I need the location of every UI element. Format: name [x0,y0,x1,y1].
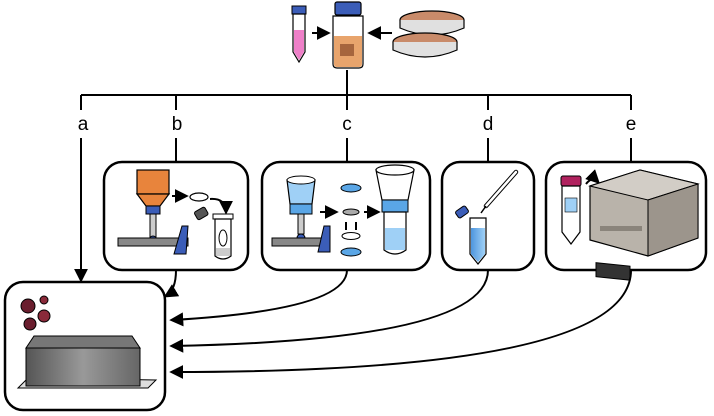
centrifuge-tube-icon [560,175,582,245]
tube-cap-icon [455,205,469,219]
filter-unit-icon [271,175,331,253]
method-b-box [102,160,250,272]
filter-membrane-icon [340,183,362,257]
tube-with-filter-icon [212,213,234,260]
petri-dish-icon [392,10,465,58]
filter-stack-icon [375,164,415,255]
method-d-box [440,160,536,272]
branch-label-a: a [78,114,89,135]
branch-label-d: d [483,114,494,135]
method-c-box [260,160,432,272]
output-plate-box [3,280,167,412]
cap-icon [194,206,209,221]
pipette-icon [480,169,519,214]
blue-tube-icon [469,217,487,265]
pink-sample-tube-icon [291,5,307,64]
centrifuge-icon [588,169,700,281]
sample-jar-icon [332,1,364,69]
method-e-box [544,160,708,281]
swap-arrows-icon [345,222,357,230]
return-arrows [163,269,632,379]
plate-rack-icon [16,335,158,389]
virus-particles-icon [20,295,51,331]
source-samples [291,1,465,69]
branch-label-c: c [342,114,352,135]
branch-label-e: e [626,114,637,135]
filter-disc-icon [189,192,209,202]
vacuum-filter-funnel-icon [117,169,189,255]
branch-lines [74,70,632,283]
branch-label-b: b [172,114,183,135]
